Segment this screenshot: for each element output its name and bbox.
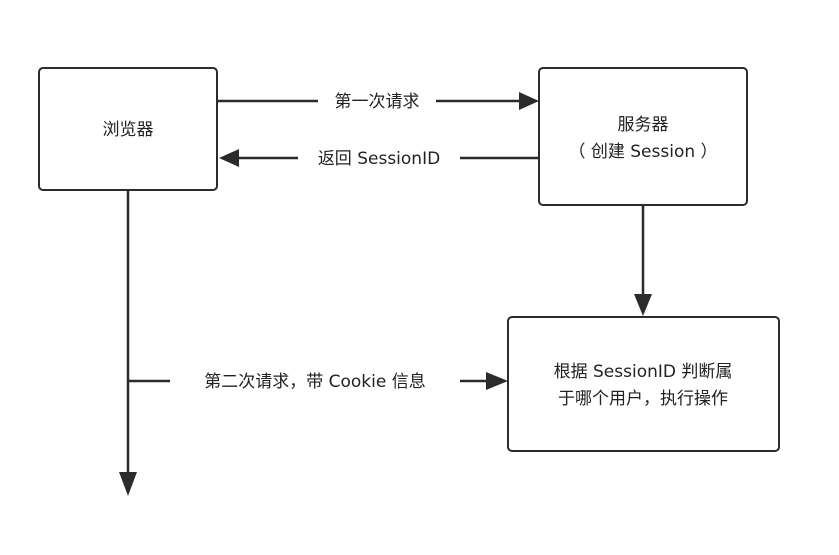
edge-second-request-arrowhead: [486, 372, 508, 390]
edge-server-to-handler-arrowhead: [634, 294, 652, 316]
edge-server-to-handler: [634, 205, 652, 316]
edge-first-request-arrowhead: [519, 92, 539, 110]
edge-first-request-label: 第一次请求: [335, 92, 420, 112]
edge-second-request-label-bg: [170, 369, 460, 393]
browser-node: 浏览器: [38, 67, 218, 191]
handler-label-line2: 于哪个用户，执行操作: [558, 389, 728, 409]
browser-timeline: [119, 190, 137, 496]
edge-second-request-label: 第二次请求，带 Cookie 信息: [204, 372, 426, 392]
handler-label-line1: 根据 SessionID 判断属: [554, 362, 733, 382]
server-node: 服务器 （ 创建 Session ）: [538, 67, 748, 206]
edge-return-session-label: 返回 SessionID: [318, 149, 440, 169]
browser-label: 浏览器: [103, 120, 154, 140]
edge-second-request: 第二次请求，带 Cookie 信息: [128, 369, 508, 393]
handler-box: [507, 316, 780, 452]
handler-node: 根据 SessionID 判断属 于哪个用户，执行操作: [507, 316, 780, 452]
edge-return-session-label-bg: [298, 146, 460, 170]
server-box: [538, 67, 748, 206]
server-label-line2: （ 创建 Session ）: [568, 142, 717, 162]
edge-return-session: 返回 SessionID: [219, 146, 539, 170]
browser-timeline-arrowhead: [119, 472, 137, 496]
edge-first-request-label-bg: [318, 89, 436, 113]
edge-first-request: 第一次请求: [217, 89, 539, 113]
edge-return-session-arrowhead: [219, 149, 239, 167]
server-label-line1: 服务器: [618, 115, 669, 135]
